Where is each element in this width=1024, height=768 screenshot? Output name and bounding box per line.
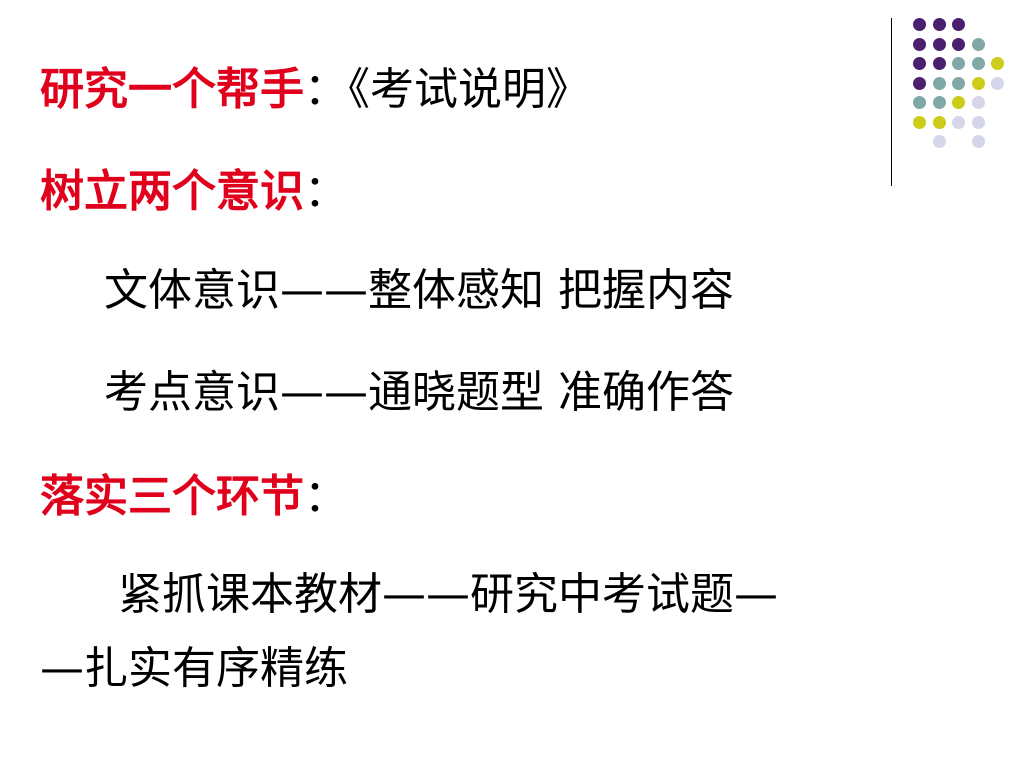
heading-two-awareness: 树立两个意识 (40, 166, 304, 217)
decorative-dot (932, 18, 946, 31)
decorative-dot (913, 115, 926, 129)
decorative-dot (952, 115, 965, 129)
decorative-dot (952, 18, 965, 31)
decorative-dot (913, 76, 926, 90)
decorative-dot (971, 57, 985, 70)
text-exam-point-awareness: 考点意识——通晓题型 准确作答 (104, 367, 734, 418)
text-exam-guide: ：《考试说明》 (304, 64, 590, 115)
decorative-dot (932, 115, 946, 129)
line-textbook-first: 紧抓课本教材——研究中考试题— (118, 569, 778, 621)
decorative-dot (932, 57, 946, 70)
heading-research-helper: 研究一个帮手 (40, 64, 304, 115)
decorative-vertical-line (891, 18, 892, 186)
line-genre-awareness: 文体意识——整体感知 把握内容 (104, 265, 734, 317)
decorative-dot (913, 37, 926, 51)
decorative-dot (913, 18, 926, 31)
decorative-dot (952, 37, 965, 51)
decorative-dot (952, 96, 965, 109)
colon-three-links: ： (304, 471, 348, 522)
decorative-dot (913, 96, 926, 109)
decorative-dot (952, 57, 965, 70)
decorative-dot (971, 135, 985, 148)
text-genre-awareness: 文体意识——整体感知 把握内容 (104, 265, 734, 316)
decorative-dot (971, 96, 985, 109)
decorative-dot (971, 115, 985, 129)
heading-three-links: 落实三个环节 (40, 471, 304, 522)
decorative-dot (952, 76, 965, 90)
line-three-links: 落实三个环节： (40, 471, 348, 523)
colon-two-awareness: ： (304, 166, 348, 217)
decorative-dot (991, 57, 1004, 70)
decorative-dot (913, 57, 926, 70)
decorative-dot (991, 76, 1004, 90)
decorative-dot (971, 76, 985, 90)
line-textbook-second: —扎实有序精练 (40, 643, 348, 695)
line-research-helper: 研究一个帮手：《考试说明》 (40, 64, 590, 116)
line-exam-point-awareness: 考点意识——通晓题型 准确作答 (104, 367, 734, 419)
decorative-dot (932, 37, 946, 51)
text-textbook-first: 紧抓课本教材——研究中考试题— (118, 569, 778, 620)
decorative-dot (932, 76, 946, 90)
decorative-dot (932, 135, 946, 148)
text-textbook-second: —扎实有序精练 (40, 643, 348, 694)
decorative-dot (971, 37, 985, 51)
line-two-awareness: 树立两个意识： (40, 166, 348, 218)
decorative-dot (932, 96, 946, 109)
